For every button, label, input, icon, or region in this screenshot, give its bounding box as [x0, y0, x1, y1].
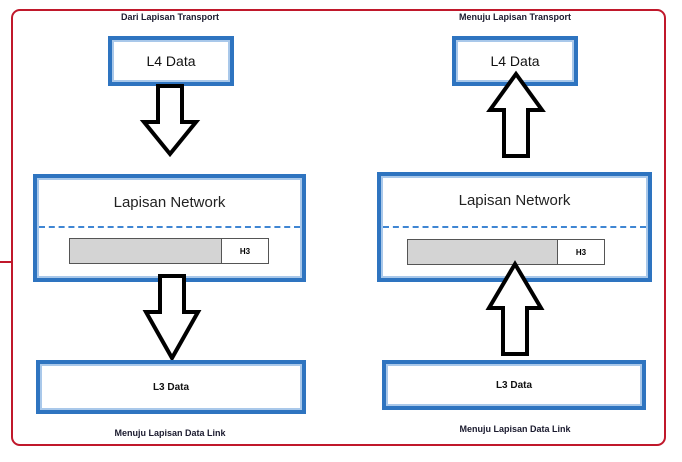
right-l3-data-box: L3 Data — [382, 360, 646, 410]
right-dashed-divider — [383, 226, 646, 228]
right-up-arrow-top — [486, 70, 546, 158]
left-packet-header: H3 — [221, 239, 268, 263]
right-network-title: Lapisan Network — [458, 192, 571, 209]
right-up-arrow-bottom — [485, 260, 545, 356]
right-packet-payload — [408, 240, 557, 264]
frame-connector-line — [0, 261, 12, 263]
left-packet: H3 — [69, 238, 269, 264]
diagram-frame — [11, 9, 666, 446]
left-down-arrow-bottom — [142, 274, 202, 363]
left-l3-data-box: L3 Data — [36, 360, 306, 414]
left-network-title: Lapisan Network — [113, 194, 226, 211]
left-bottom-caption: Menuju Lapisan Data Link — [114, 428, 226, 438]
left-dashed-divider — [39, 226, 300, 228]
right-top-caption: Menuju Lapisan Transport — [458, 12, 571, 22]
left-packet-payload — [70, 239, 221, 263]
left-network-layer-box: Lapisan Network H3 — [33, 174, 306, 282]
left-l4-data-box: L4 Data — [108, 36, 234, 86]
left-top-caption: Dari Lapisan Transport — [120, 12, 220, 22]
right-bottom-caption: Menuju Lapisan Data Link — [459, 424, 571, 434]
left-down-arrow-top — [139, 84, 201, 158]
right-packet-header: H3 — [557, 240, 604, 264]
right-packet: H3 — [407, 239, 605, 265]
